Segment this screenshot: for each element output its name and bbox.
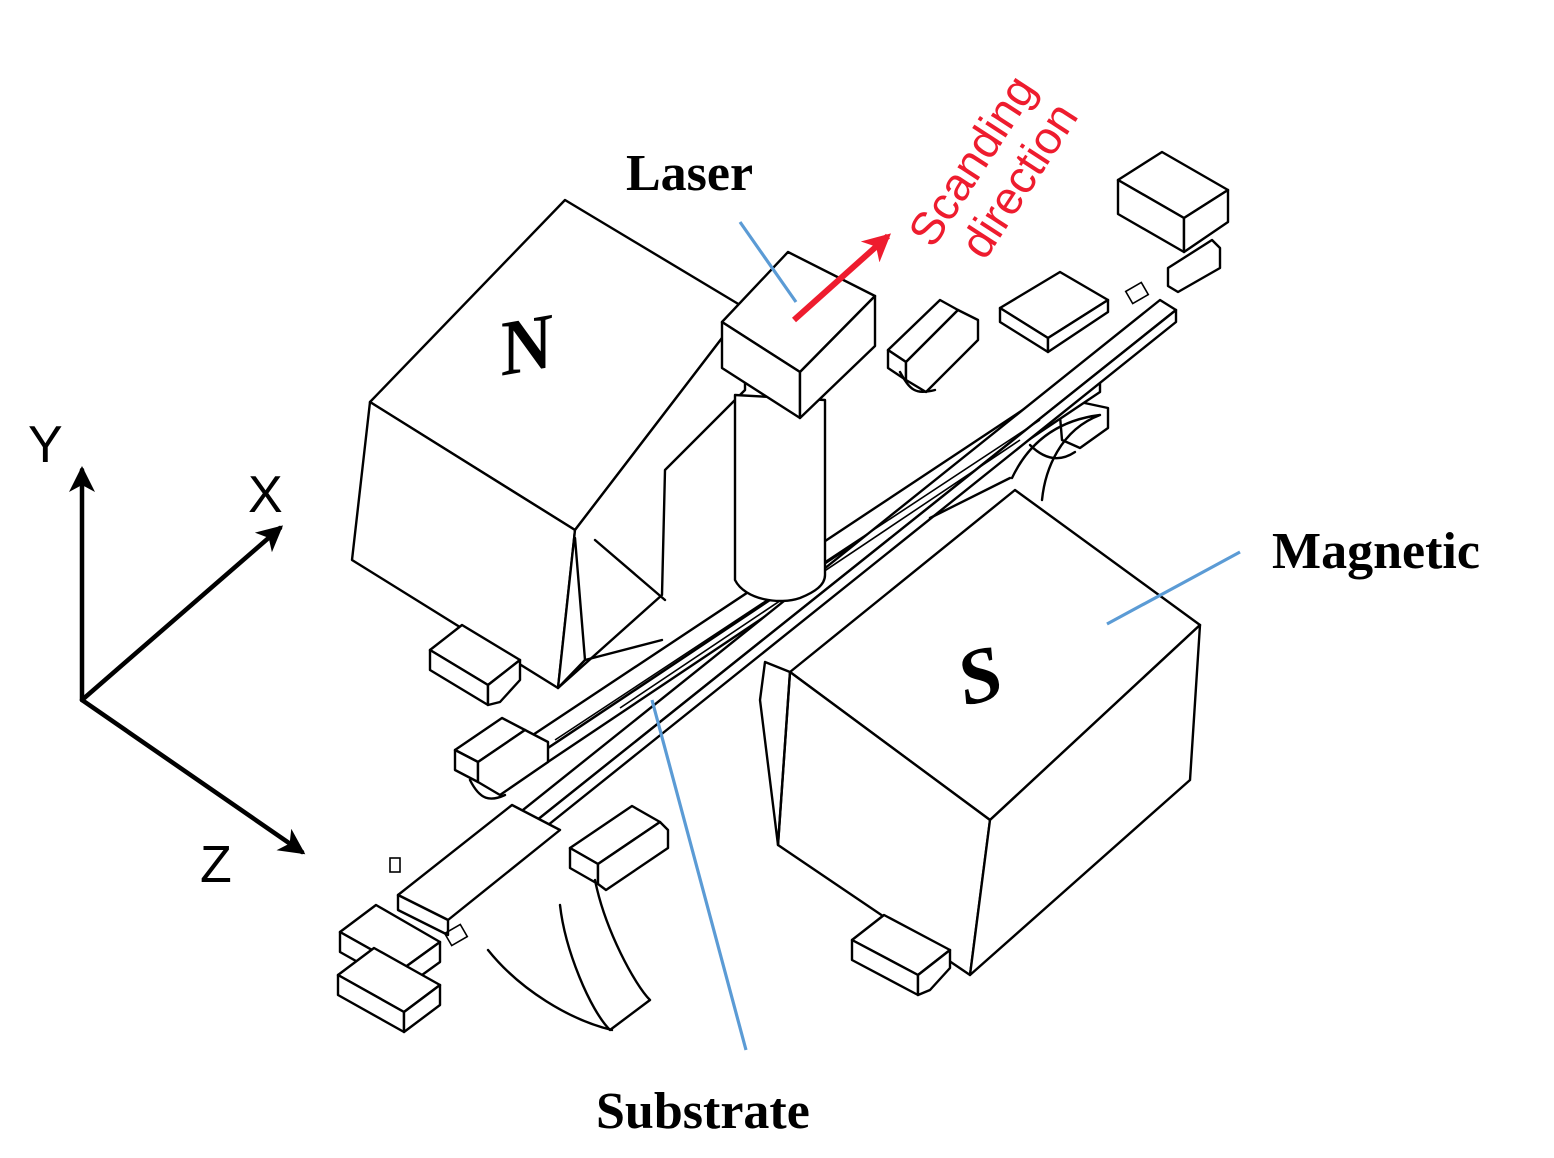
leader-lines (650, 221, 1241, 1051)
laser-leader-line (738, 221, 798, 303)
mount-under-north (428, 623, 522, 707)
magnetic-label: Magnetic (1272, 523, 1480, 580)
z-axis-label: Z (200, 836, 232, 894)
south-magnet: S (758, 413, 1202, 977)
front-mount-left (453, 716, 550, 800)
mount-under-south (850, 913, 952, 997)
laser-label: Laser (626, 145, 753, 202)
scan-direction-label: Scanding direction (898, 66, 1088, 267)
y-axis-label: Y (28, 416, 63, 474)
rail-end-clamp-right (998, 150, 1230, 354)
scan-direction-arrow (792, 233, 891, 323)
substrate-leader-line (650, 699, 748, 1051)
x-axis-arrow (79, 525, 284, 703)
z-axis-arrow (79, 697, 306, 855)
south-magnet-side-face (968, 623, 1202, 977)
coordinate-axes: Y X Z (28, 416, 306, 894)
rail-end-clamp-left (336, 803, 562, 1034)
laser-beam-column (733, 393, 827, 603)
substrate-label: Substrate (596, 1083, 810, 1140)
magnetic-leader-line (1106, 550, 1241, 626)
x-axis-label: X (248, 466, 283, 524)
front-mount-center (486, 804, 670, 1032)
north-magnet: N (350, 198, 747, 690)
